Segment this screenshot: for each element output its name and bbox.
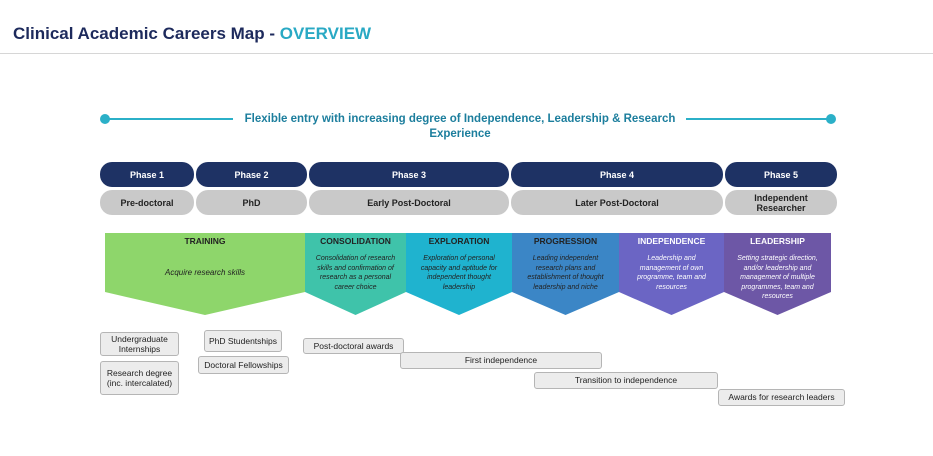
arrow-exploration: EXPLORATION Exploration of personal capa… xyxy=(406,233,512,315)
arrow-consolidation-description: Consolidation of research skills and con… xyxy=(315,255,396,291)
page-title: Clinical Academic Careers Map - OVERVIEW xyxy=(13,24,371,44)
stage-later-post-doctoral: Later Post-Doctoral xyxy=(511,190,723,215)
phase-4: Phase 4 xyxy=(511,162,723,187)
arrow-progression: PROGRESSION Leading independent research… xyxy=(512,233,619,315)
arrow-exploration-heading: EXPLORATION xyxy=(428,236,490,246)
flexible-entry-right-dot xyxy=(826,114,836,124)
award-research-degree: Research degree (inc. intercalated) xyxy=(100,361,179,395)
award-transition-to-independence: Transition to independence xyxy=(534,372,718,389)
arrow-independence: INDEPENDENCE Leadership and management o… xyxy=(619,233,724,315)
arrow-training: TRAINING Acquire research skills xyxy=(105,233,305,315)
arrow-progression-heading: PROGRESSION xyxy=(533,236,598,246)
page-title-accent: OVERVIEW xyxy=(279,24,372,43)
stage-pre-doctoral: Pre-doctoral xyxy=(100,190,194,215)
arrow-leadership: LEADERSHIP Setting strategic direction, … xyxy=(724,233,831,315)
arrow-exploration-description: Exploration of personal capacity and apt… xyxy=(420,255,498,291)
award-doctoral-fellowships: Doctoral Fellowships xyxy=(198,356,289,374)
arrow-consolidation: CONSOLIDATION Consolidation of research … xyxy=(305,233,406,315)
phase-1: Phase 1 xyxy=(100,162,194,187)
award-undergraduate-internships: Undergraduate Internships xyxy=(100,332,179,356)
arrow-consolidation-heading: CONSOLIDATION xyxy=(320,236,391,246)
arrow-leadership-description: Setting strategic direction, and/or lead… xyxy=(737,255,818,301)
arrow-independence-heading: INDEPENDENCE xyxy=(637,236,706,246)
page-title-main: Clinical Academic Careers Map - xyxy=(13,24,280,43)
flexible-entry-right-line xyxy=(686,118,831,120)
award-research-leaders: Awards for research leaders xyxy=(718,389,845,406)
phase-2: Phase 2 xyxy=(196,162,307,187)
arrow-leadership-heading: LEADERSHIP xyxy=(750,236,805,246)
arrow-training-heading: TRAINING xyxy=(184,236,226,246)
flexible-entry-left-line xyxy=(105,118,233,120)
award-post-doctoral-awards: Post-doctoral awards xyxy=(303,338,404,354)
arrow-training-description: Acquire research skills xyxy=(164,268,246,277)
arrow-progression-description: Leading independent research plans and e… xyxy=(527,255,604,291)
phase-5: Phase 5 xyxy=(725,162,837,187)
award-phd-studentships: PhD Studentships xyxy=(204,330,282,352)
arrow-independence-description: Leadership and management of own program… xyxy=(637,255,706,291)
stage-phd: PhD xyxy=(196,190,307,215)
award-first-independence: First independence xyxy=(400,352,602,369)
stage-independent-researcher: Independent Researcher xyxy=(725,190,837,215)
stage-early-post-doctoral: Early Post-Doctoral xyxy=(309,190,509,215)
flexible-entry-text: Flexible entry with increasing degree of… xyxy=(244,113,676,140)
title-divider xyxy=(0,53,933,54)
phase-3: Phase 3 xyxy=(309,162,509,187)
